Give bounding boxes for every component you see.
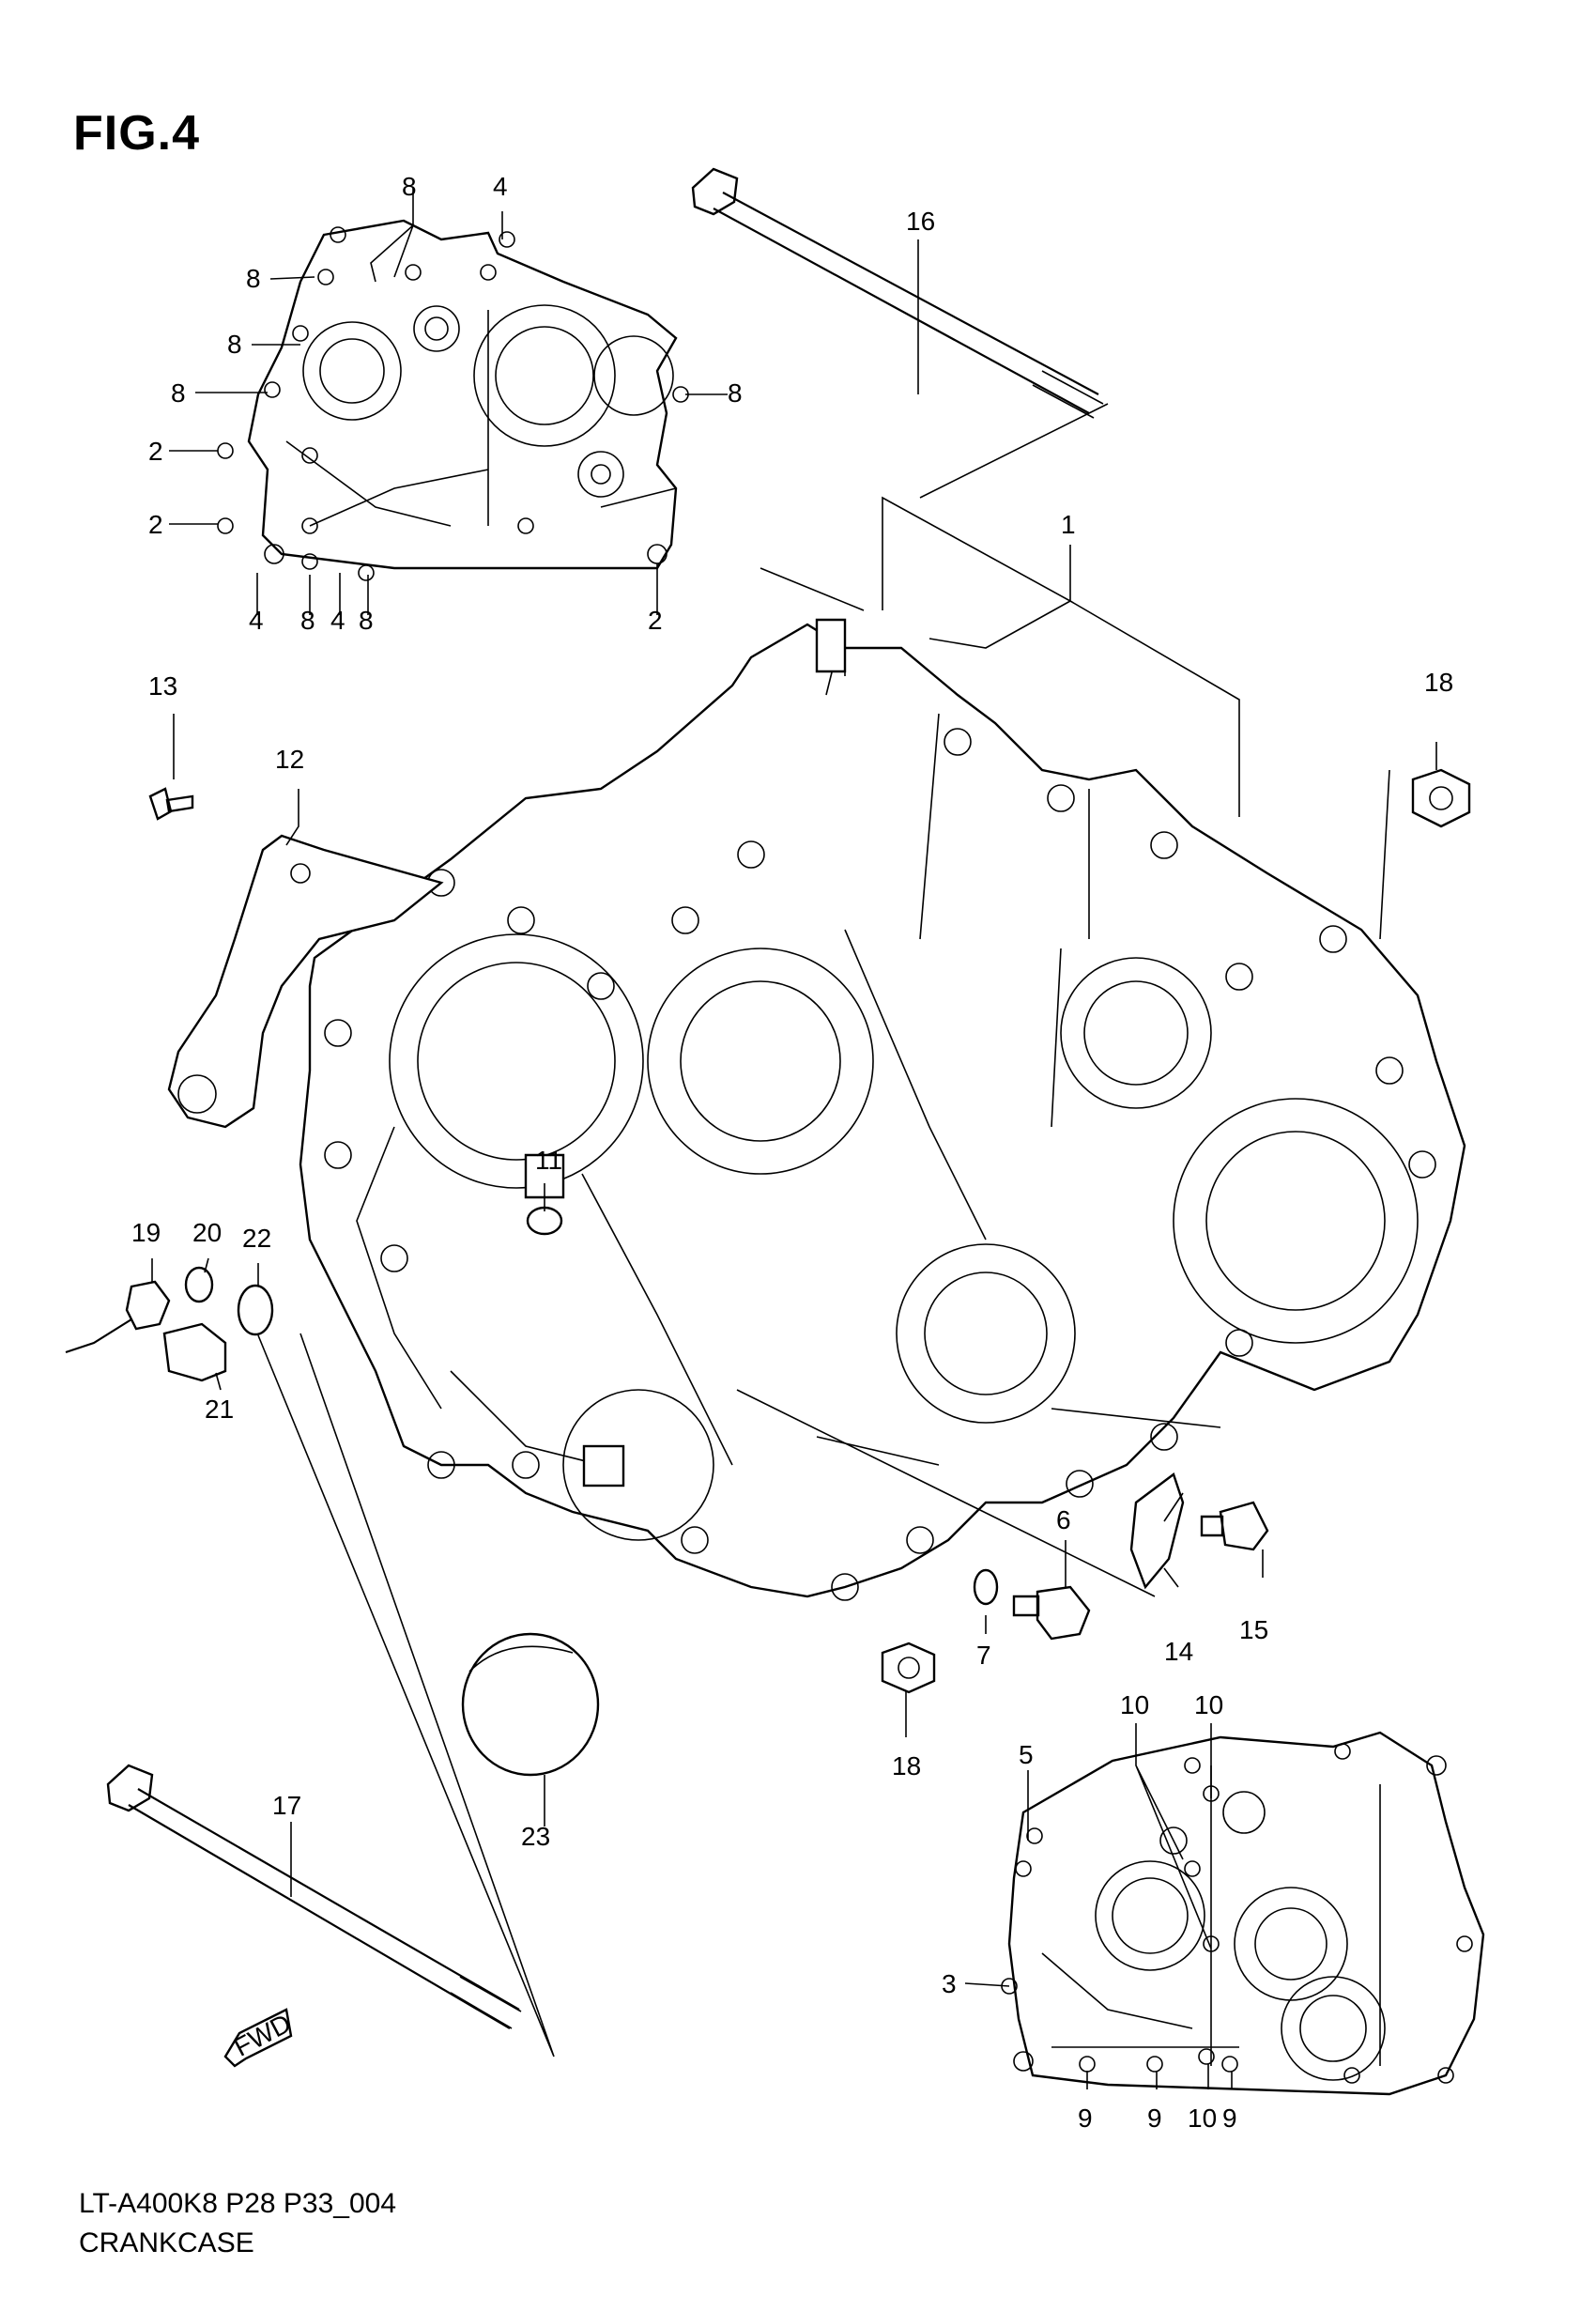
leader-lines xyxy=(151,188,1437,2089)
lower-bolt-holes xyxy=(1001,1743,1473,2084)
callout-19: 19 xyxy=(131,1218,161,1247)
diagram-name: CRANKCASE xyxy=(79,2227,254,2258)
callout-10: 10 xyxy=(1194,1690,1223,1719)
diagram-code: LT-A400K8 P28 P33_004 xyxy=(79,2188,397,2219)
part-19-sensor xyxy=(125,1280,171,1331)
callout-9: 9 xyxy=(1078,2104,1093,2133)
figure-label: FIG.4 xyxy=(73,106,201,161)
part-7-washer xyxy=(973,1568,999,1606)
callout-22: 22 xyxy=(242,1224,271,1253)
callout-4: 4 xyxy=(493,172,508,201)
callout-3: 3 xyxy=(942,1969,957,1998)
callout-8: 8 xyxy=(227,330,242,359)
callout-8: 8 xyxy=(402,172,417,201)
callout-7: 7 xyxy=(976,1641,991,1670)
callout-14: 14 xyxy=(1164,1637,1193,1666)
part-22-gasket xyxy=(237,1284,274,1336)
callout-9: 9 xyxy=(1147,2104,1162,2133)
callout-8: 8 xyxy=(728,378,743,408)
upper-crankcase-half-view xyxy=(217,219,689,581)
callout-1: 1 xyxy=(1061,510,1076,539)
callout-8: 8 xyxy=(171,378,186,408)
callout-20: 20 xyxy=(192,1218,222,1247)
filter-stud xyxy=(582,1444,625,1487)
fwd-direction-arrow: FWD xyxy=(223,2008,296,2068)
part-16-long-bolt xyxy=(691,167,1104,419)
callout-12: 12 xyxy=(275,745,304,774)
callout-11: 11 xyxy=(535,1146,562,1175)
callout-5: 5 xyxy=(1019,1740,1034,1769)
callout-10: 10 xyxy=(1188,2104,1217,2133)
callout-8: 8 xyxy=(246,264,261,293)
crankcase-assembly xyxy=(299,618,1466,1601)
callout-9: 9 xyxy=(1222,2104,1237,2133)
callout-2: 2 xyxy=(148,437,163,466)
callout-10: 10 xyxy=(1120,1690,1149,1719)
callout-15: 15 xyxy=(1239,1615,1268,1644)
part-18-nut-lower xyxy=(881,1642,936,1694)
part-15-bolt xyxy=(1200,1501,1269,1551)
callouts: 8 4 8 8 8 8 2 2 4 8 4 8 2 16 1 18 13 12 … xyxy=(131,172,1453,2133)
callout-18: 18 xyxy=(892,1751,921,1780)
callout-4: 4 xyxy=(249,606,264,635)
part-13-bolt xyxy=(148,787,194,821)
callout-2: 2 xyxy=(148,510,163,539)
assembly-bolt-holes xyxy=(324,728,1436,1601)
part-17-long-bolt xyxy=(106,1764,522,2029)
part-12-bracket xyxy=(167,834,444,1129)
part-18-nut-upper xyxy=(1411,768,1471,828)
part-20-o-ring xyxy=(184,1266,214,1303)
callout-23: 23 xyxy=(521,1822,550,1851)
callout-2: 2 xyxy=(648,606,663,635)
callout-21: 21 xyxy=(205,1395,234,1424)
part-6-bolt xyxy=(1012,1585,1091,1641)
part-14-bracket xyxy=(1129,1472,1185,1590)
part-21-switch xyxy=(162,1322,227,1382)
upper-bolt-holes xyxy=(217,226,689,581)
callout-18: 18 xyxy=(1424,668,1453,697)
callout-17: 17 xyxy=(272,1791,301,1820)
lower-crankcase-half-view xyxy=(1001,1731,1485,2096)
callout-4: 4 xyxy=(330,606,345,635)
callout-8: 8 xyxy=(300,606,315,635)
callout-8: 8 xyxy=(359,606,374,635)
part-11-dowel xyxy=(526,1206,563,1236)
part-23-cap xyxy=(461,1632,600,1777)
callout-16: 16 xyxy=(906,207,935,236)
fwd-label: FWD xyxy=(229,2009,296,2062)
callout-13: 13 xyxy=(148,671,177,701)
callout-6: 6 xyxy=(1056,1505,1071,1534)
